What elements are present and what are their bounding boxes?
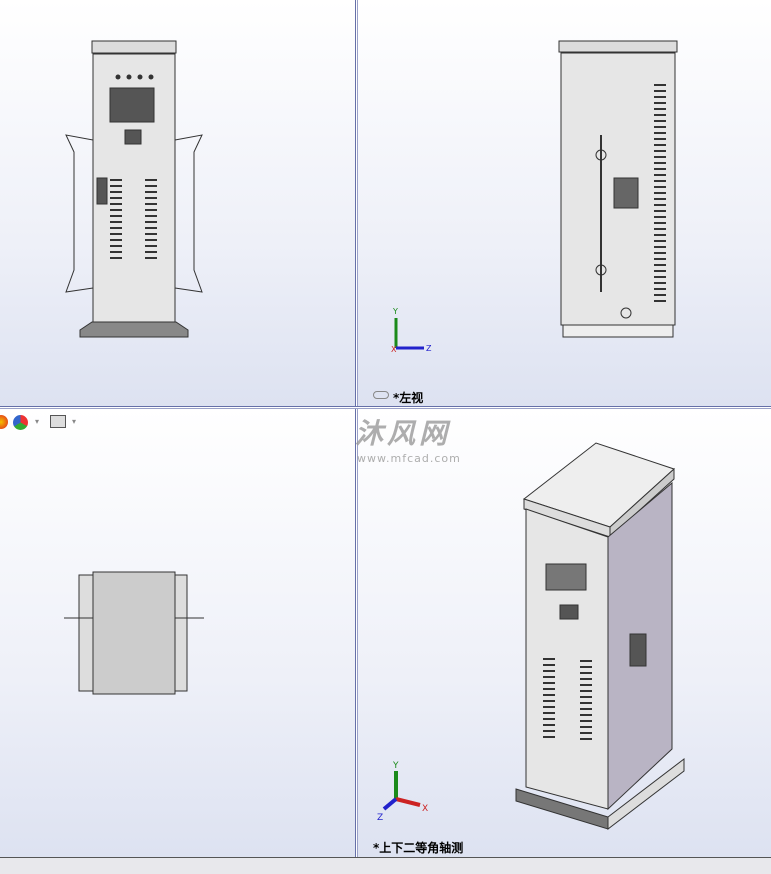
viewport-splitter-horizontal[interactable] bbox=[0, 406, 771, 409]
triad-y: Y bbox=[392, 761, 399, 771]
triad-x: X bbox=[391, 345, 397, 354]
viewport-left[interactable]: Y Z X *左视 bbox=[358, 0, 771, 406]
viewport-isometric[interactable]: Y X Z *上下二等角轴测 bbox=[358, 409, 771, 857]
chevron-down-icon[interactable]: ▾ bbox=[72, 417, 77, 426]
cabinet-left-view: Y Z X bbox=[391, 40, 678, 354]
triad-x: X bbox=[422, 804, 428, 814]
display-settings-icon[interactable] bbox=[50, 415, 66, 428]
triad-z: Z bbox=[377, 813, 383, 823]
view-label: *上下二等角轴测 bbox=[373, 841, 464, 855]
chevron-down-icon[interactable]: ▾ bbox=[35, 417, 40, 426]
triad-z: Z bbox=[426, 344, 432, 353]
viewport-top[interactable]: ▾ ▾ bbox=[0, 409, 355, 857]
watermark: 沐风网 www.mfcad.com bbox=[355, 417, 461, 465]
cabinet-top-view bbox=[64, 571, 204, 695]
viewport-splitter-vertical[interactable] bbox=[355, 0, 358, 857]
view-label: *左视 bbox=[393, 391, 424, 405]
scene-icon[interactable] bbox=[13, 415, 28, 430]
axis-triad bbox=[382, 771, 421, 811]
cabinet-isometric-view: Y X Z bbox=[377, 442, 685, 831]
cabinet-front-view bbox=[65, 40, 203, 338]
triad-y: Y bbox=[392, 307, 398, 316]
view-link-icon[interactable] bbox=[373, 391, 389, 399]
viewport-front[interactable] bbox=[0, 0, 355, 406]
appearance-icon[interactable] bbox=[0, 415, 8, 429]
status-bar bbox=[0, 857, 771, 874]
axis-triad bbox=[394, 318, 424, 350]
